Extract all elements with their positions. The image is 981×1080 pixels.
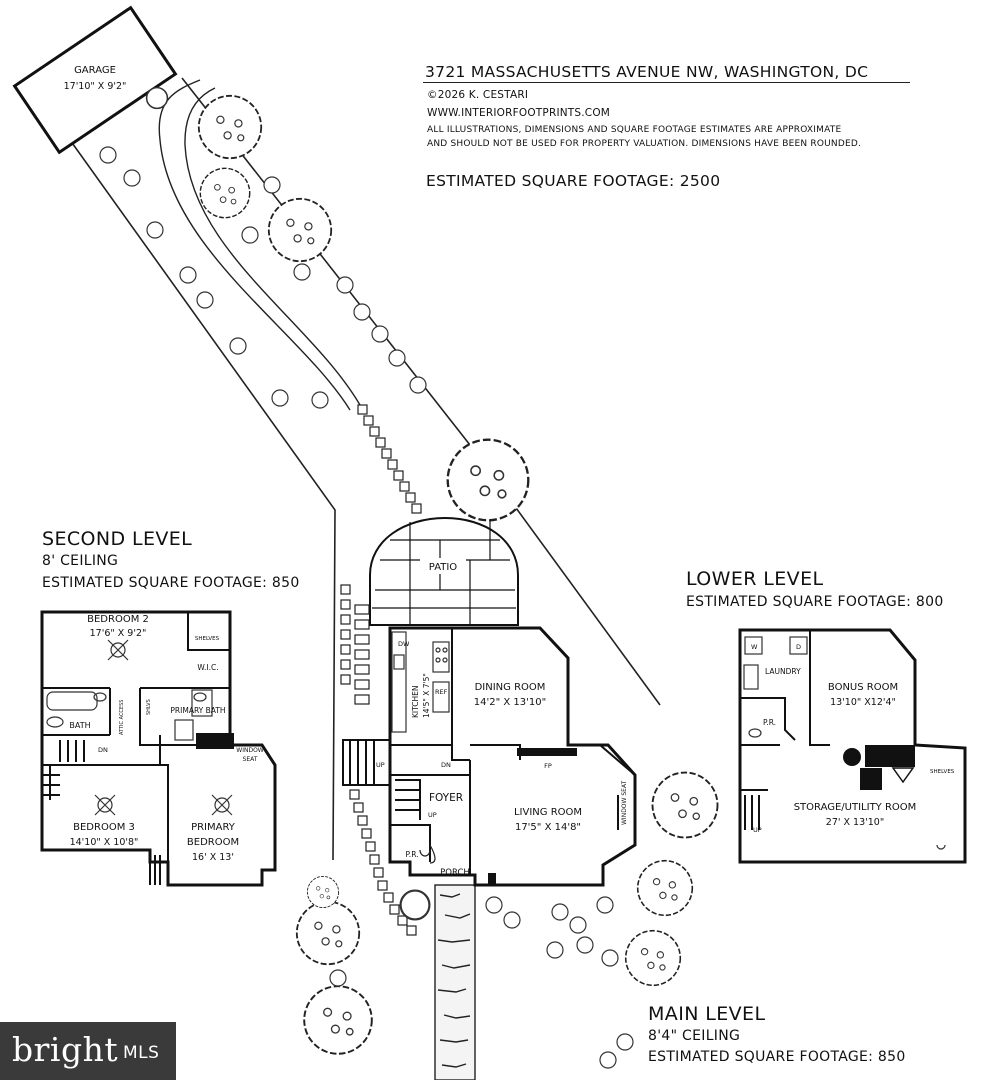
walk-in-closet-label: W.I.C. bbox=[197, 663, 218, 672]
fireplace-label: FP bbox=[544, 762, 552, 770]
dining-room-dimensions: 14'2" X 13'10" bbox=[474, 697, 546, 708]
window-label: WINDOW bbox=[236, 747, 264, 754]
foyer-label: FOYER bbox=[429, 792, 463, 804]
lower-shelves-label: SHELVES bbox=[930, 769, 955, 775]
window-seat-block bbox=[196, 733, 234, 749]
bonus-room-dimensions: 13'10" X12'4" bbox=[830, 697, 896, 708]
kitchen-dimensions: 14'5" X 7'5" bbox=[422, 673, 431, 718]
bedroom-3-dimensions: 14'10" X 10'8" bbox=[70, 837, 139, 848]
landscaping-shrubs bbox=[99, 86, 634, 1069]
mls-watermark-brand: bright bbox=[12, 1030, 119, 1069]
front-walkway bbox=[434, 884, 476, 1080]
lower-level-title: LOWER LEVEL bbox=[686, 568, 824, 590]
primary-bath-label: PRIMARY BATH bbox=[170, 706, 225, 715]
window-seat-label: WINDOW SEAT bbox=[621, 780, 628, 825]
lower-level-fixtures bbox=[743, 636, 946, 850]
lower-stairs-up-label: UP bbox=[753, 826, 762, 834]
laundry-label: LAUNDRY bbox=[765, 667, 801, 676]
garage-dimensions: 17'10" X 9'2" bbox=[64, 81, 127, 92]
powder-room-label: P.R. bbox=[405, 850, 418, 859]
second-level-sqft: ESTIMATED SQUARE FOOTAGE: 850 bbox=[42, 575, 300, 591]
storage-utility-room-label: STORAGE/UTILITY ROOM bbox=[794, 802, 917, 813]
bath-label: BATH bbox=[69, 721, 90, 730]
fireplace bbox=[517, 748, 577, 756]
main-level-title: MAIN LEVEL bbox=[648, 1003, 766, 1025]
second-level-interior bbox=[42, 612, 230, 885]
bedroom-3-label: BEDROOM 3 bbox=[73, 822, 135, 833]
primary-bedroom-label: PRIMARY bbox=[191, 822, 236, 833]
kitchen-label: KITCHEN bbox=[411, 686, 420, 719]
washer-label: W bbox=[751, 643, 758, 651]
header-divider bbox=[423, 82, 910, 83]
lower-level-sqft: ESTIMATED SQUARE FOOTAGE: 800 bbox=[686, 594, 944, 610]
main-level-interior bbox=[342, 628, 636, 875]
website-text: WWW.INTERIORFOOTPRINTS.COM bbox=[427, 107, 611, 119]
mls-watermark-suffix: MLS bbox=[123, 1043, 160, 1063]
garage-label: GARAGE bbox=[74, 65, 116, 76]
dining-room-label: DINING ROOM bbox=[475, 682, 546, 693]
dishwasher-label: DW bbox=[398, 640, 410, 648]
dryer-label: D bbox=[796, 643, 801, 651]
bedroom-2-label: BEDROOM 2 bbox=[87, 614, 149, 625]
main-stairs-up-label: UP bbox=[428, 811, 437, 819]
bedroom-2-dimensions: 17'6" X 9'2" bbox=[90, 628, 147, 639]
lower-powder-room-label: P.R. bbox=[763, 718, 776, 727]
lower-level-mechanicals bbox=[843, 745, 915, 790]
attic-access-label: ATTIC ACCESS bbox=[119, 700, 125, 735]
disclaimer-line-1: ALL ILLUSTRATIONS, DIMENSIONS AND SQUARE… bbox=[427, 125, 842, 135]
main-level-sqft: ESTIMATED SQUARE FOOTAGE: 850 bbox=[648, 1049, 906, 1065]
stepping-stones bbox=[340, 404, 422, 936]
shelves-label: SHELVES bbox=[195, 636, 220, 642]
mls-watermark-badge bbox=[0, 1022, 176, 1080]
refrigerator-label: REF bbox=[435, 688, 448, 696]
kitchen-counters bbox=[391, 631, 450, 733]
lower-level-walls bbox=[738, 628, 967, 864]
second-level-ceiling: 8' CEILING bbox=[42, 553, 119, 569]
bonus-room-label: BONUS ROOM bbox=[828, 682, 898, 693]
lower-level-interior bbox=[740, 630, 830, 830]
main-stairs-down-label: DN bbox=[441, 761, 451, 769]
seat-label: SEAT bbox=[243, 756, 258, 763]
living-room-label: LIVING ROOM bbox=[514, 807, 582, 818]
total-square-footage: ESTIMATED SQUARE FOOTAGE: 2500 bbox=[426, 172, 721, 190]
copyright-text: ©2026 K. CESTARI bbox=[427, 89, 529, 101]
second-stairs-down-label: DN bbox=[98, 746, 108, 754]
disclaimer-line-2: AND SHOULD NOT BE USED FOR PROPERTY VALU… bbox=[427, 139, 862, 149]
shelves-short-label: SHLVS bbox=[146, 699, 152, 715]
property-address: 3721 MASSACHUSETTS AVENUE NW, WASHINGTON… bbox=[425, 63, 869, 81]
living-room-dimensions: 17'5" X 14'8" bbox=[515, 822, 581, 833]
second-level-title: SECOND LEVEL bbox=[42, 528, 193, 550]
porch-label: PORCH bbox=[440, 868, 470, 878]
main-level-ceiling: 8'4" CEILING bbox=[648, 1028, 741, 1044]
storage-utility-room-dimensions: 27' X 13'10" bbox=[826, 817, 884, 828]
exterior-stairs-up-label: UP bbox=[376, 761, 385, 769]
primary-bedroom-label-2: BEDROOM bbox=[187, 837, 239, 848]
main-level-walls bbox=[388, 626, 637, 887]
garage bbox=[12, 5, 178, 155]
second-level-fixtures bbox=[46, 639, 233, 816]
primary-bedroom-dimensions: 16' X 13' bbox=[192, 852, 234, 863]
patio-label: PATIO bbox=[429, 562, 458, 573]
